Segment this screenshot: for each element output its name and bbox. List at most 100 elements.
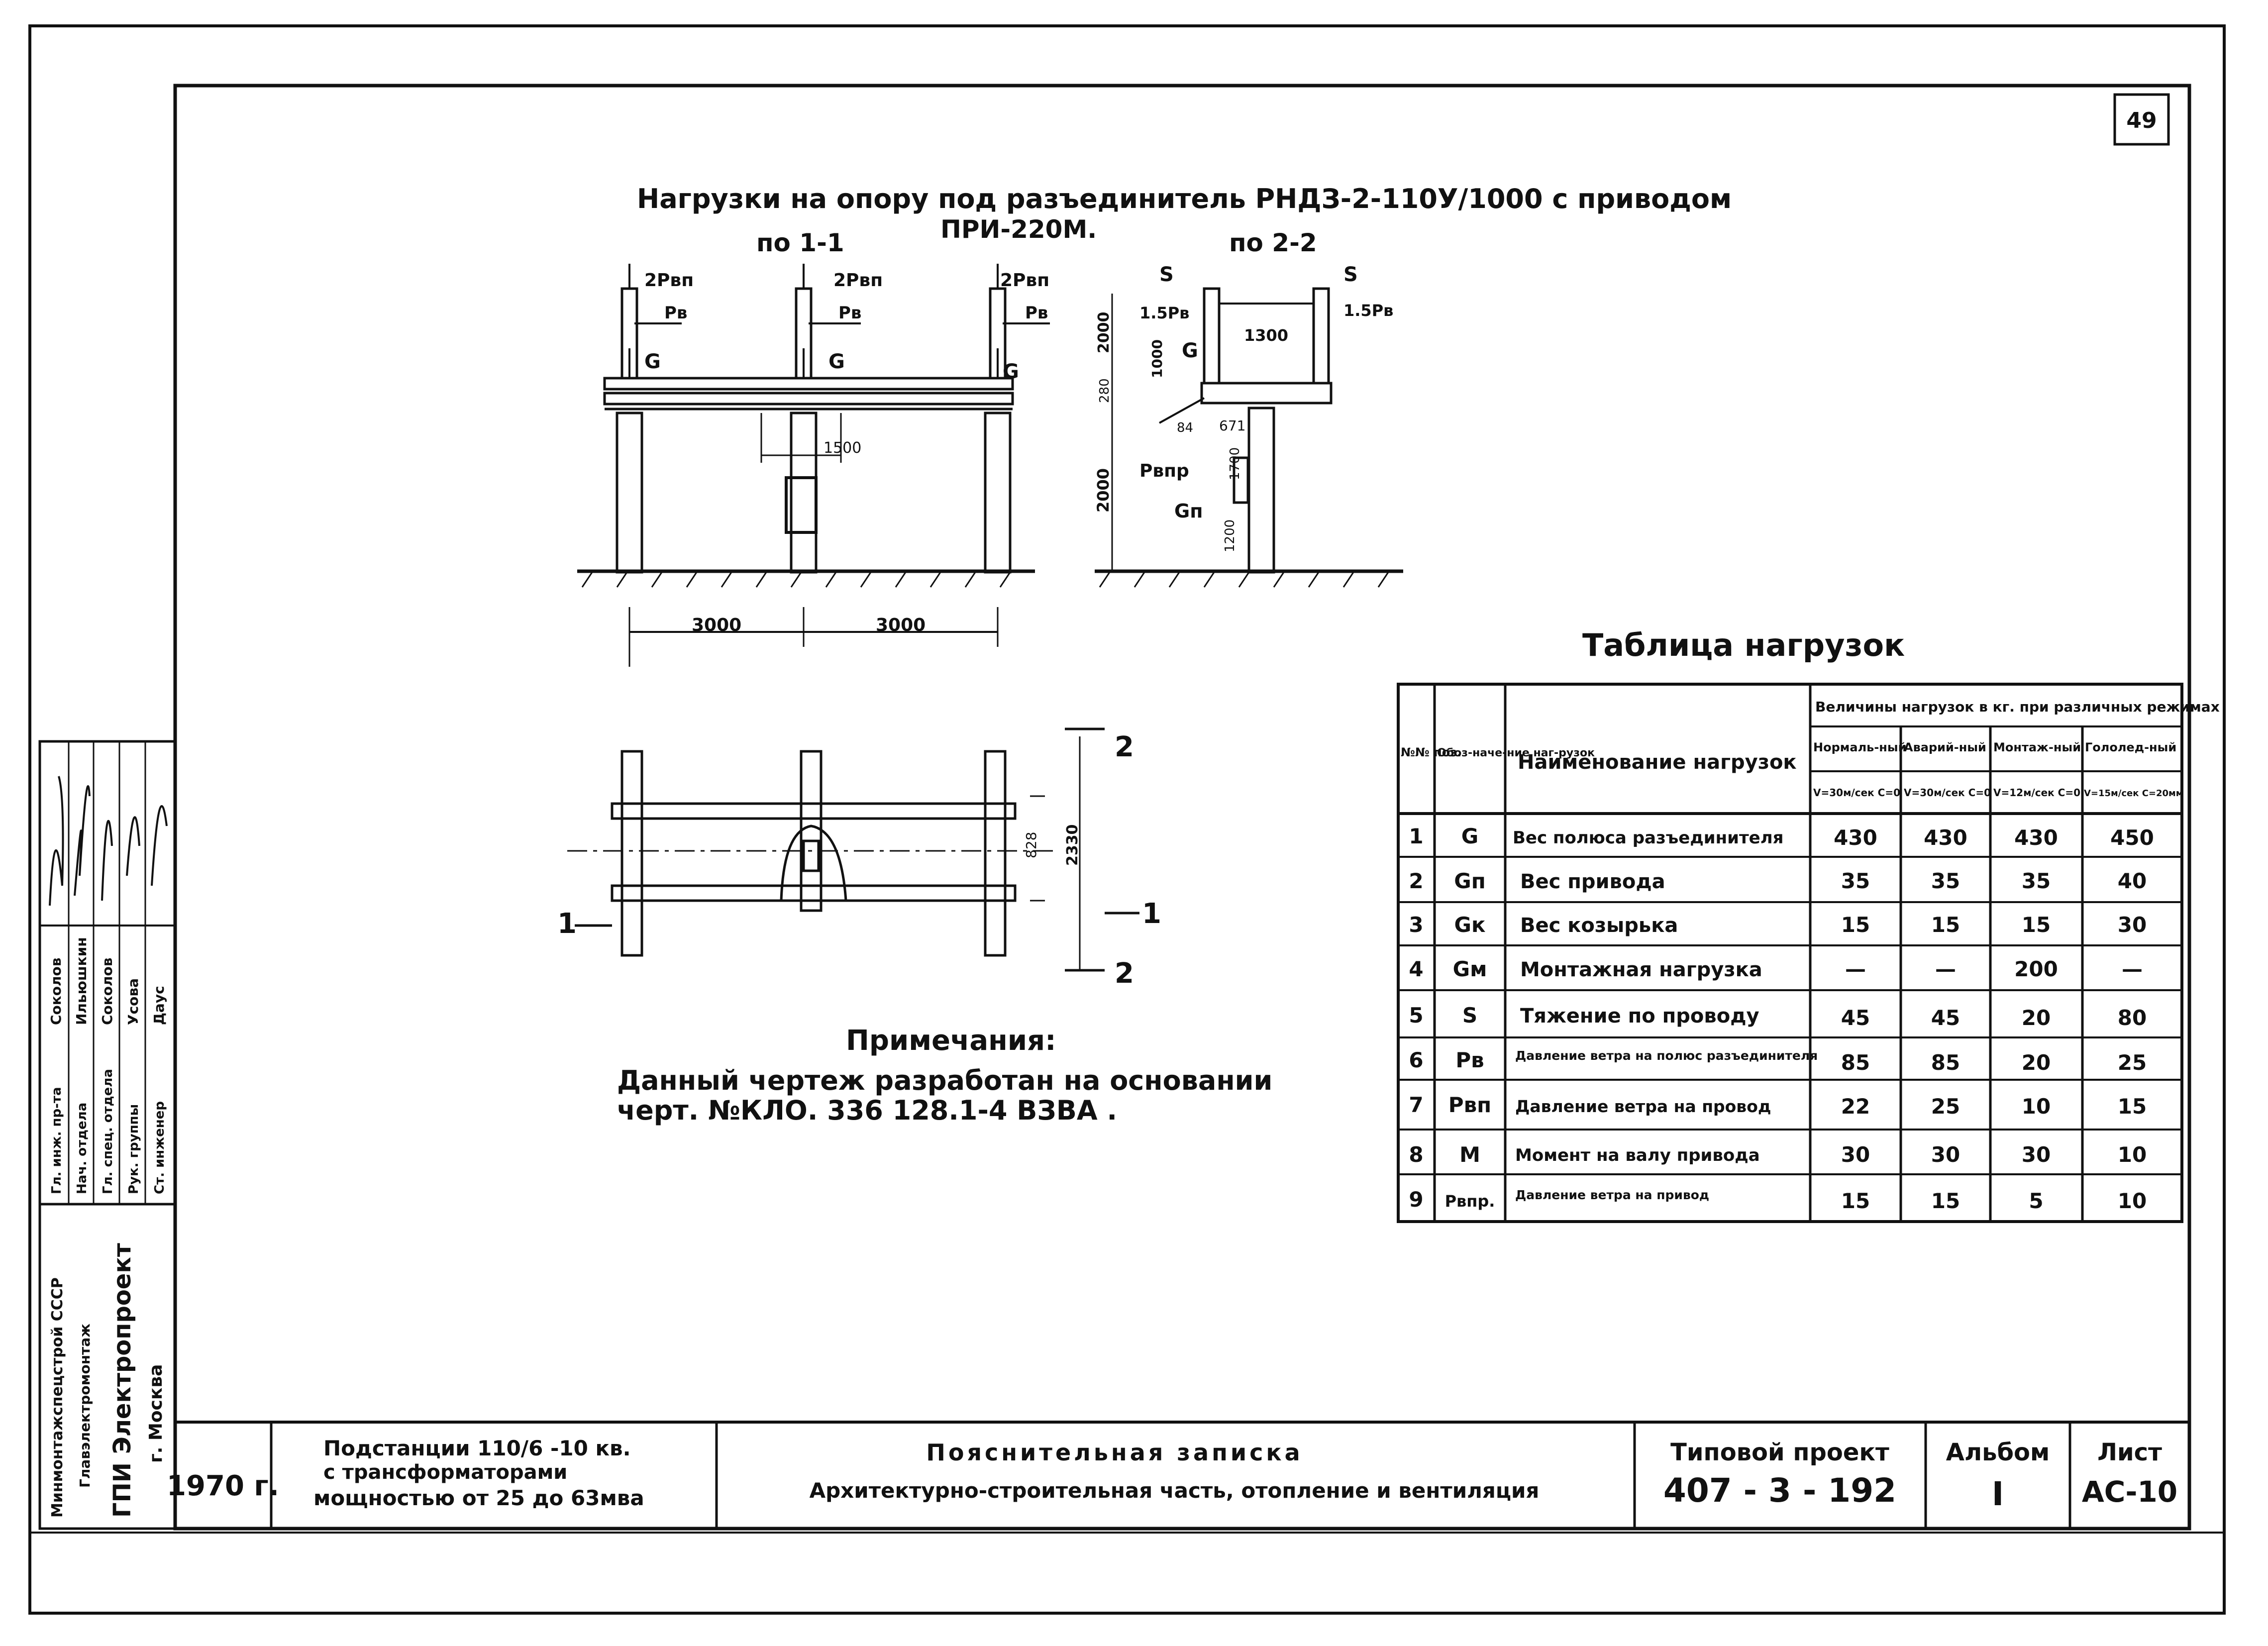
svg-text:25: 25 xyxy=(1931,1094,1960,1119)
project-label: Типовой проект xyxy=(1670,1439,1889,1466)
svg-text:22: 22 xyxy=(1841,1094,1870,1119)
svg-text:Рв: Рв xyxy=(1455,1048,1484,1072)
g-label-3: G xyxy=(1003,360,1019,383)
org-line-1: Минмонтажспецстрой СССР xyxy=(49,1277,66,1518)
outer-frame xyxy=(28,24,2226,1615)
section-1-right: 1 xyxy=(1142,898,1161,930)
svg-text:35: 35 xyxy=(2022,869,2051,893)
head-symbol: Обоз-наче-ние наг-рузок xyxy=(1437,747,1595,759)
title-block: 1970 г. Подстанции 110/6 -10 кв. с транс… xyxy=(167,1421,2189,1529)
force-label-3: 2Рвп xyxy=(1000,270,1049,291)
left-strip: Гл. инж. пр-та Нач. отдела Гл. спец. отд… xyxy=(38,740,177,1530)
wind-15-left: 1.5Рв xyxy=(1139,304,1189,322)
dim-1300: 1300 xyxy=(1244,326,1288,345)
svg-text:5: 5 xyxy=(1409,1003,1423,1028)
svg-text:15: 15 xyxy=(1931,1189,1960,1213)
head-num: №№ поз. xyxy=(1401,745,1461,759)
svg-text:45: 45 xyxy=(1841,1006,1870,1030)
svg-text:Gк: Gк xyxy=(1454,913,1486,937)
svg-text:Вес козырька: Вес козырька xyxy=(1520,914,1678,937)
svg-text:S: S xyxy=(1462,1003,1477,1028)
svg-text:10: 10 xyxy=(2118,1142,2147,1167)
dim-671: 671 xyxy=(1219,417,1245,434)
wind-label-2: Рв xyxy=(838,303,861,323)
drawing-frame xyxy=(173,84,2191,1531)
view2-label: по 2-2 xyxy=(1229,228,1317,257)
svg-text:G: G xyxy=(1461,824,1478,848)
org-line-2: Главэлектромонтаж xyxy=(77,1324,93,1488)
svg-text:15: 15 xyxy=(2118,1094,2147,1119)
table-title: Таблица нагрузок xyxy=(1582,627,1905,663)
cond-4: V=15м/сек С=20мм xyxy=(2084,788,2183,799)
svg-text:15: 15 xyxy=(1841,1189,1870,1213)
dim-84: 84 xyxy=(1177,420,1193,435)
g-label-1: G xyxy=(644,350,661,373)
table-row: 7 Рвп Давление ветра на провод 22 25 10 … xyxy=(1409,1093,2147,1119)
dim-2000-top: 2000 xyxy=(1095,312,1113,354)
notes-heading: Примечания: xyxy=(846,1025,1056,1057)
doc-title: Пояснительная записка xyxy=(926,1439,1303,1466)
cond-3: V=12м/сек С=0 xyxy=(1993,787,2080,799)
svg-text:40: 40 xyxy=(2118,869,2147,893)
svg-text:Монтажная нагрузка: Монтажная нагрузка xyxy=(1520,958,1762,981)
wind-15-right: 1.5Рв xyxy=(1343,301,1393,320)
mode-3: Монтаж-ный xyxy=(1993,740,2081,754)
notes-line-2: черт. №КЛО. 336 128.1-4 ВЗВА . xyxy=(617,1095,1117,1126)
svg-text:30: 30 xyxy=(2118,913,2147,937)
table-row: 5 S Тяжение по проводу 45 45 20 80 xyxy=(1409,1003,2147,1030)
dim-3000-right: 3000 xyxy=(876,615,926,635)
svg-text:430: 430 xyxy=(1924,825,1967,850)
subject-line-2: с трансформаторами xyxy=(323,1461,567,1484)
svg-text:5: 5 xyxy=(2029,1189,2043,1213)
svg-text:15: 15 xyxy=(1931,913,1960,937)
subject-line-1: Подстанции 110/6 -10 кв. xyxy=(323,1436,631,1460)
name-5: Даус xyxy=(151,986,167,1025)
album-label: Альбом xyxy=(1946,1439,2050,1466)
project-number: 407 - 3 - 192 xyxy=(1663,1471,1896,1510)
svg-text:9: 9 xyxy=(1409,1187,1423,1212)
svg-text:7: 7 xyxy=(1409,1093,1423,1117)
role-2: Нач. отдела xyxy=(75,1103,90,1194)
svg-text:1: 1 xyxy=(1409,824,1423,848)
role-1: Гл. инж. пр-та xyxy=(49,1087,64,1194)
view1-label: по 1-1 xyxy=(756,228,844,257)
svg-text:Давление ветра на привод: Давление ветра на привод xyxy=(1515,1188,1709,1202)
svg-text:20: 20 xyxy=(2022,1006,2051,1030)
notes: Примечания: Данный чертеж разработан на … xyxy=(617,1025,1272,1126)
svg-text:35: 35 xyxy=(1931,869,1960,893)
signature-scribbles xyxy=(49,776,168,906)
name-4: Усова xyxy=(125,978,141,1025)
dim-1500: 1500 xyxy=(824,439,861,457)
dim-1000: 1000 xyxy=(1149,339,1165,378)
svg-text:25: 25 xyxy=(2118,1050,2147,1075)
section-2-bottom: 2 xyxy=(1115,957,1134,990)
drawing-subtitle: ПРИ-220М. xyxy=(940,215,1097,244)
sheet-number-box: 49 xyxy=(2113,93,2170,146)
svg-text:М: М xyxy=(1459,1142,1480,1167)
svg-text:3: 3 xyxy=(1409,913,1423,937)
section-2-top: 2 xyxy=(1115,731,1134,763)
head-values: Величины нагрузок в кг. при различных ре… xyxy=(1815,699,2220,715)
svg-text:Давление ветра на полюс разъед: Давление ветра на полюс разъединителя xyxy=(1515,1048,1818,1063)
svg-text:—: — xyxy=(2122,957,2143,981)
sheet-code: АС-10 xyxy=(2082,1475,2177,1509)
svg-text:200: 200 xyxy=(2014,957,2058,981)
table-row: 6 Рв Давление ветра на полюс разъедините… xyxy=(1409,1048,2147,1075)
svg-text:430: 430 xyxy=(1834,825,1877,850)
table-row: 8 М Момент на валу привода 30 30 30 10 xyxy=(1409,1142,2147,1167)
dim-828: 828 xyxy=(1023,832,1039,858)
sheet-number: 49 xyxy=(2126,108,2157,133)
dim-2330: 2330 xyxy=(1064,824,1081,866)
load-table: №№ поз. Обоз-наче-ние наг-рузок Наименов… xyxy=(1397,683,2220,1223)
dim-1700: 1700 xyxy=(1228,447,1242,480)
role-5: Ст. инженер xyxy=(152,1101,167,1194)
notes-line-1: Данный чертеж разработан на основании xyxy=(617,1065,1272,1096)
g-label-side: G xyxy=(1182,339,1198,362)
svg-text:430: 430 xyxy=(2014,825,2058,850)
wind-label-3: Рв xyxy=(1025,303,1048,323)
sheet-label: Лист xyxy=(2097,1439,2162,1466)
s-right: S xyxy=(1343,263,1358,286)
plan-view: 2330 828 2 2 1 1 xyxy=(557,727,1161,990)
cond-2: V=30м/сек С=0 xyxy=(1904,787,1991,799)
force-label-2: 2Рвп xyxy=(833,270,883,291)
